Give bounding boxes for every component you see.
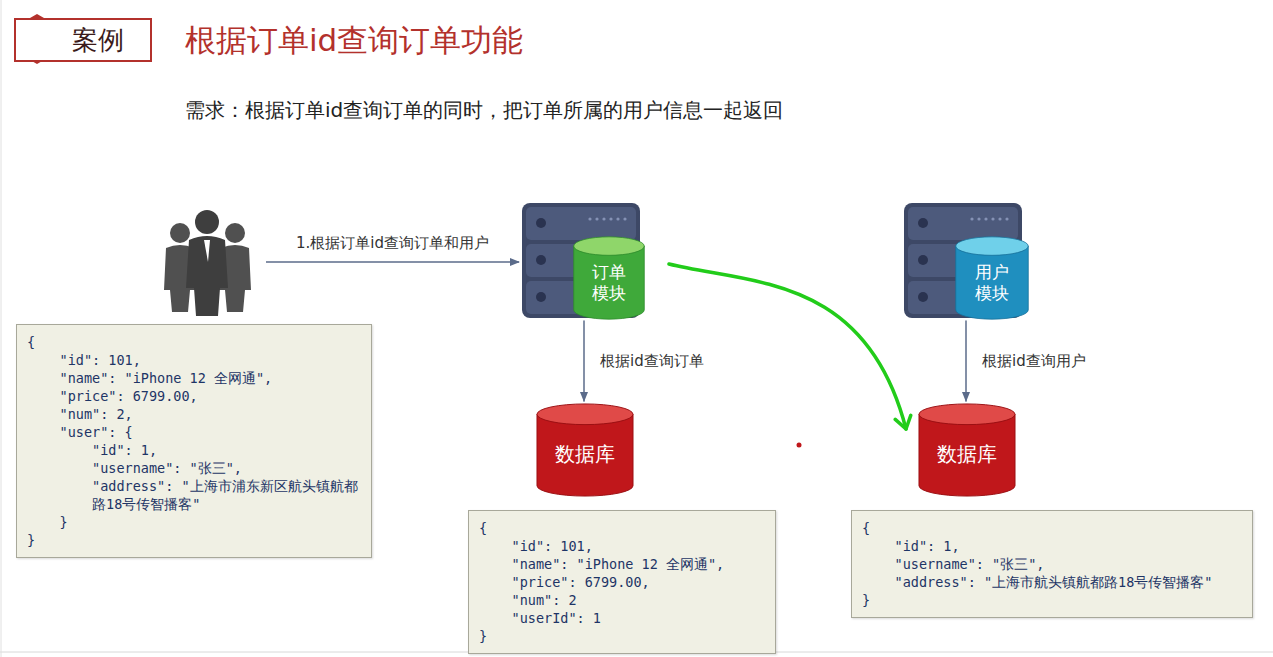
code-line: "price": 6799.00,: [479, 573, 765, 591]
code-line: "userId": 1: [479, 609, 765, 627]
text-stack: 数据库: [937, 433, 997, 468]
text-stack: 用户 模块: [973, 252, 1010, 305]
node-text: 案例: [72, 23, 124, 58]
code-line: }: [479, 627, 765, 645]
people-icon: [164, 210, 251, 316]
code-line: "username": "张三",: [862, 555, 1242, 573]
connector-arrow: [965, 321, 967, 401]
code-line: }: [27, 531, 361, 549]
code-line: "price": 6799.00,: [27, 387, 361, 405]
text-stack: 数据库: [555, 433, 615, 468]
database-cylinder: 数据库: [918, 403, 1016, 497]
code-line: }: [862, 591, 1242, 609]
cylinder-top: [956, 237, 1029, 255]
code-line: "id": 101,: [27, 351, 361, 369]
database-cylinder: 数据库: [536, 403, 634, 497]
label-text: 需求：根据订单id查询订单的同时，把订单所属的用户信息一起返回: [185, 97, 783, 124]
code-line: "num": 2,: [27, 405, 361, 423]
red-dot: [797, 443, 802, 448]
code-line: "address": "上海市浦东新区航头镇航都路18号传智播客": [27, 477, 361, 513]
code-line: }: [27, 513, 361, 531]
code-line: "username": "张三",: [27, 459, 361, 477]
json-box: {"id": 101,"name": "iPhone 12 全网通","pric…: [16, 324, 372, 558]
edge-label: 根据id查询订单: [598, 352, 706, 371]
module-cylinder: 订单 模块: [573, 236, 645, 320]
cylinder-top: [919, 404, 1015, 425]
cylinder-body: [537, 414, 633, 496]
connector-arrow: [583, 321, 585, 401]
node-text: 数据库: [937, 433, 997, 468]
text-stack: 订单 模块: [590, 252, 627, 305]
left-edge: [1, 0, 2, 657]
module-cylinder: 用户 模块: [955, 236, 1029, 320]
cylinder-top: [574, 237, 645, 255]
code-line: {: [862, 519, 1242, 537]
json-box: {"id": 1,"username": "张三","address": "上海…: [851, 510, 1253, 618]
code-line: "num": 2: [479, 591, 765, 609]
json-box: {"id": 101,"name": "iPhone 12 全网通","pric…: [468, 510, 776, 654]
cylinder-body: [919, 414, 1015, 496]
label-text: 1.根据订单id查询订单和用户: [296, 234, 489, 253]
edge-label: 根据id查询用户: [980, 352, 1088, 371]
code-line: {: [479, 519, 765, 537]
slide-title: 根据订单id查询订单功能: [185, 20, 523, 62]
code-line: "id": 101,: [479, 537, 765, 555]
cylinder-body: [574, 246, 645, 319]
case-tag: 案例: [14, 18, 152, 62]
code-line: "address": "上海市航头镇航都路18号传智播客": [862, 573, 1242, 591]
code-line: "id": 1,: [27, 441, 361, 459]
node-text: 用户 模块: [973, 252, 1010, 305]
highlight-arrow: [669, 264, 906, 429]
cylinder-body: [956, 246, 1029, 319]
code-line: "id": 1,: [862, 537, 1242, 555]
request-arrow: [266, 261, 519, 263]
node-text: 数据库: [555, 433, 615, 468]
code-line: "user": {: [27, 423, 361, 441]
cylinder-top: [537, 404, 633, 425]
code-line: "name": "iPhone 12 全网通",: [27, 369, 361, 387]
code-line: "name": "iPhone 12 全网通",: [479, 555, 765, 573]
node-text: 订单 模块: [590, 252, 627, 305]
code-line: {: [27, 333, 361, 351]
